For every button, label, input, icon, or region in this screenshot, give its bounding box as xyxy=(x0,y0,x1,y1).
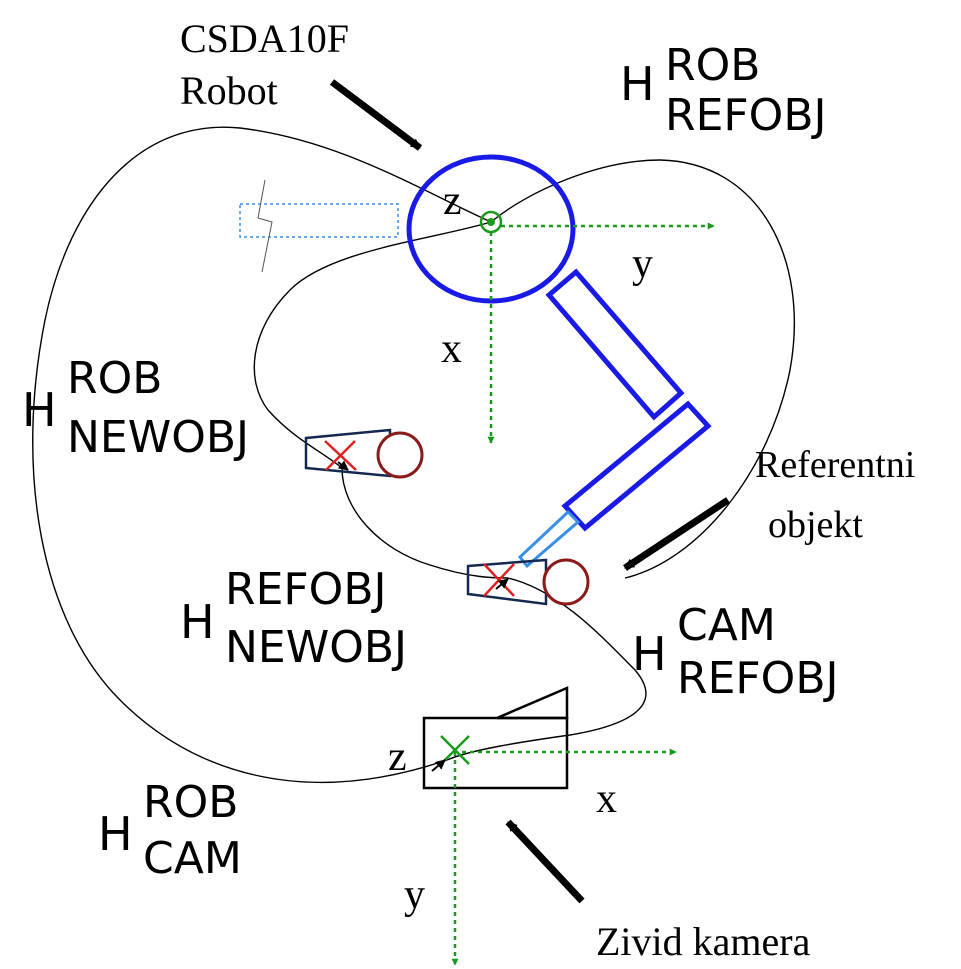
transform-superscript: ROB xyxy=(665,40,760,91)
transform-label-rob-refobj: H ROB REFOBJ xyxy=(620,40,826,141)
transform-subscript: CAM xyxy=(143,833,242,884)
text-labels: CSDA10F Robot Referentni objekt Zivid ka… xyxy=(180,16,915,964)
robot-link-upper xyxy=(545,268,685,421)
transform-label-refobj-newobj: H REFOBJ NEWOBJ xyxy=(180,564,407,673)
robot-x-axis-label: x xyxy=(441,326,462,372)
curve-rob-cam xyxy=(32,126,492,784)
new-object-circle xyxy=(376,431,424,479)
robot-callout-arrow xyxy=(329,79,423,151)
camera-lens-hood xyxy=(496,686,569,720)
robot-gripper xyxy=(517,509,581,569)
camera-pointer xyxy=(431,759,446,772)
robot-z-axis-label: z xyxy=(443,178,462,224)
transform-label-rob-newobj: H ROB NEWOBJ xyxy=(22,353,249,463)
robot-word-label: Robot xyxy=(180,68,278,113)
camera-x-axis-label: x xyxy=(596,776,617,822)
transform-superscript: CAM xyxy=(677,600,776,651)
robot-base-circle xyxy=(406,154,576,304)
transform-subscript: NEWOBJ xyxy=(225,622,407,673)
reference-object xyxy=(466,558,590,606)
transform-label-cam-refobj: H CAM REFOBJ xyxy=(632,600,838,704)
transform-base: H xyxy=(620,57,655,111)
robot-arm-dashed-outline xyxy=(239,203,399,238)
reference-object-mark xyxy=(483,563,515,597)
transform-subscript: REFOBJ xyxy=(665,90,826,141)
reference-object-pointer xyxy=(495,578,509,590)
robot-link-lower xyxy=(561,400,712,532)
transform-superscript: REFOBJ xyxy=(225,564,386,615)
transform-base: H xyxy=(98,807,133,861)
camera-z-axis-label: z xyxy=(388,734,407,780)
camera-label: Zivid kamera xyxy=(596,919,811,964)
camera-axes xyxy=(451,748,677,966)
curve-rob-newobj xyxy=(253,221,492,469)
transform-base: H xyxy=(180,595,215,649)
robot-y-axis-label: y xyxy=(632,241,653,287)
new-object xyxy=(304,428,424,479)
new-object-mark xyxy=(324,440,357,471)
camera-origin-mark xyxy=(440,735,470,765)
transform-base: H xyxy=(22,383,57,437)
curve-rob-refobj xyxy=(490,159,795,579)
reference-object-circle xyxy=(542,558,590,606)
reference-callout-arrow xyxy=(623,497,730,571)
curve-cam-refobj xyxy=(446,577,647,761)
transform-subscript: NEWOBJ xyxy=(67,412,249,463)
robot-name-label: CSDA10F xyxy=(180,16,349,61)
transform-label-rob-cam: H ROB CAM xyxy=(98,777,242,884)
robot-axes xyxy=(487,222,715,444)
camera-callout-arrow xyxy=(505,819,585,904)
transform-superscript: ROB xyxy=(143,777,238,828)
reference-label-line1: Referentni xyxy=(755,444,915,486)
robot xyxy=(239,154,712,569)
reference-label-line2: objekt xyxy=(768,504,863,546)
curve-refobj-newobj xyxy=(341,467,509,579)
transform-superscript: ROB xyxy=(67,353,162,404)
robot-arm-thin-outline xyxy=(257,179,273,273)
transform-subscript: REFOBJ xyxy=(677,653,838,704)
transform-curves xyxy=(32,126,795,784)
callout-arrows xyxy=(329,79,730,904)
robot-origin-dot xyxy=(487,218,495,226)
transform-base: H xyxy=(632,627,667,681)
reference-object-body xyxy=(466,558,548,606)
new-object-pointer xyxy=(337,460,349,471)
camera-y-axis-label: y xyxy=(404,872,425,918)
